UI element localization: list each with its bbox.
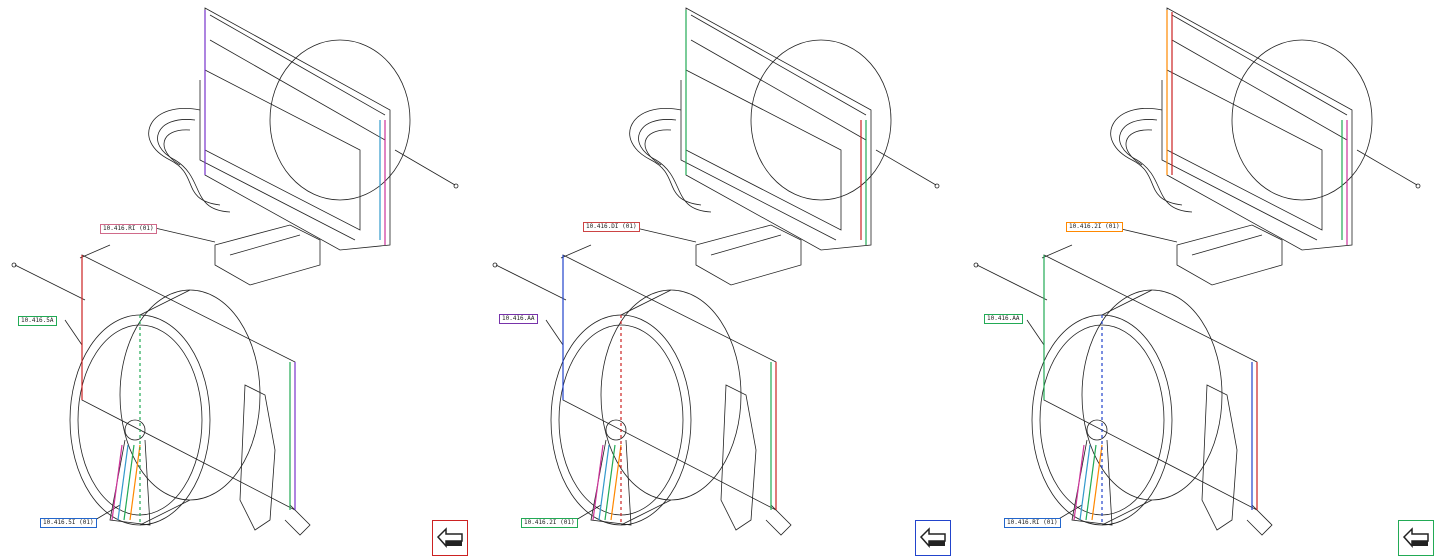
back-arrow-icon <box>1402 527 1429 548</box>
reel-assembly-drawing-1 <box>11 7 459 536</box>
back-button[interactable] <box>1398 520 1434 556</box>
part-callout[interactable]: 10.416.5A <box>18 316 57 326</box>
part-callout[interactable]: 10.416.AA <box>499 314 538 324</box>
back-button[interactable] <box>915 520 951 556</box>
back-arrow-icon <box>436 527 463 548</box>
part-callout[interactable]: 10.416.AA <box>984 314 1023 324</box>
exploded-view-panel-2: 10.416.DI (01) 10.416.AA 10.416.2I (01) <box>481 0 961 558</box>
exploded-view-panel-3: 10.416.2I (01) 10.416.AA 10.416.RI (01) <box>962 0 1442 558</box>
exploded-view-panel-1: 10.416.RI (01) 10.416.5A 10.416.5I (01) <box>0 0 480 558</box>
back-button[interactable] <box>432 520 468 556</box>
part-callout[interactable]: 10.416.2I (01) <box>521 518 578 528</box>
part-callout[interactable]: 10.416.RI (01) <box>100 224 157 234</box>
part-callout[interactable]: 10.416.2I (01) <box>1066 222 1123 232</box>
part-callout[interactable]: 10.416.5I (01) <box>40 518 97 528</box>
reel-assembly-drawing-3 <box>973 7 1421 536</box>
part-callout[interactable]: 10.416.DI (01) <box>583 222 640 232</box>
reel-assembly-drawing-2 <box>492 7 940 536</box>
part-callout[interactable]: 10.416.RI (01) <box>1004 518 1061 528</box>
back-arrow-icon <box>919 527 946 548</box>
